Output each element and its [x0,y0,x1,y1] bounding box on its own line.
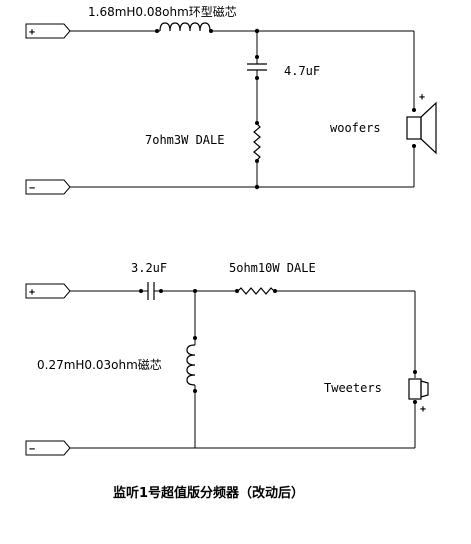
woofer-resistor [253,123,261,161]
woofer-speaker-icon [406,101,437,155]
woofer-speaker-dot-top [412,108,416,112]
woofer-circuit: + − [25,4,437,195]
tweeter-inductor-label: 0.27mH0.03ohm磁芯 [37,357,162,372]
tweeter-input-plus-terminal: + [25,283,71,299]
woofer-speaker-plus-sign: + [419,92,425,103]
woofer-speaker-dot-bottom [412,144,416,148]
tweeter-inductor [186,344,196,386]
tweeter-capacitor-dot-left [139,289,143,293]
tweeter-speaker-dot-top [413,370,417,374]
woofer-resistor-label: 7ohm3W DALE [145,133,224,147]
tweeter-input-plus-sign: + [29,287,35,298]
woofer-input-minus-sign: − [29,183,35,194]
woofer-inductor-dot-left [155,29,159,33]
tweeter-input-minus-terminal: − [25,440,71,456]
woofer-input-plus-terminal: + [25,23,71,39]
tweeter-circuit: + − [25,261,429,456]
woofer-inductor-label: 1.68mH0.08ohm环型磁芯 [88,4,237,19]
tweeter-resistor-label: 5ohm10W DALE [229,261,316,275]
tweeter-speaker-icon [408,378,429,400]
woofer-inductor [159,22,211,32]
woofer-resistor-dot-top [255,121,259,125]
diagram-caption: 监听1号超值版分频器（改动后） [113,485,304,501]
tweeter-speaker-dot-bottom [413,400,417,404]
tweeter-speaker-plus-sign: + [420,404,426,415]
tweeter-resistor-dot-left [235,289,239,293]
tweeter-speaker-label: Tweeters [324,381,382,395]
woofer-speaker-label: woofers [330,121,381,135]
woofer-capacitor-dot-top [255,55,259,59]
woofer-input-plus-sign: + [29,27,35,38]
woofer-input-minus-terminal: − [25,179,71,195]
tweeter-input-minus-sign: − [29,444,35,455]
tweeter-inductor-dot-top [193,336,197,340]
woofer-capacitor-label: 4.7uF [284,64,320,78]
tweeter-resistor [237,287,275,295]
tweeter-capacitor-label: 3.2uF [131,261,167,275]
